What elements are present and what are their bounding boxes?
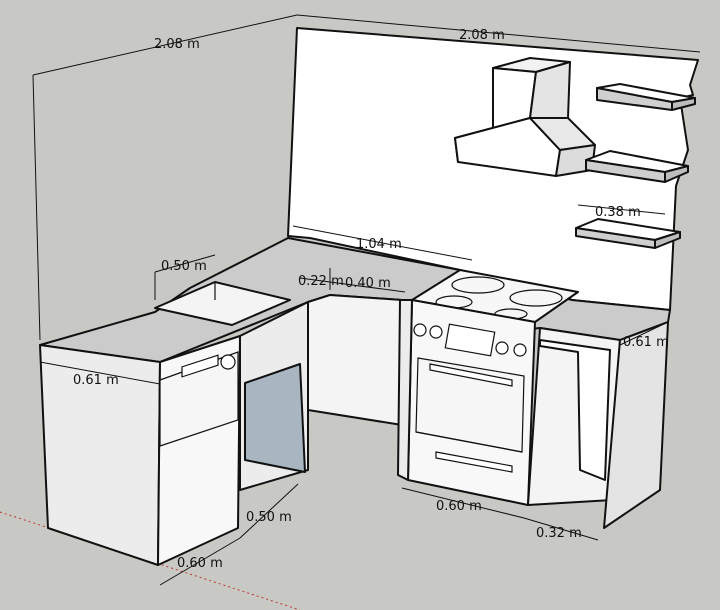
dim-shelf-depth: 0.38 m bbox=[595, 205, 641, 220]
dim-right-cabinet-depth: 0.61 m bbox=[623, 335, 669, 350]
dim-right-gap: 0.32 m bbox=[536, 526, 582, 541]
dim-dishwasher-side: 0.50 m bbox=[246, 510, 292, 525]
dim-left-cabinet-depth: 0.61 m bbox=[73, 373, 119, 388]
burner-2 bbox=[509, 289, 563, 307]
stove-knob-4 bbox=[513, 343, 527, 357]
right-cabinet bbox=[527, 321, 669, 529]
dim-stove-width: 0.60 m bbox=[436, 499, 482, 514]
under-sink-bay bbox=[239, 301, 309, 491]
dimension-lines bbox=[32, 14, 701, 586]
dim-sink-depth: 0.50 m bbox=[161, 259, 207, 274]
glass-panel bbox=[244, 363, 306, 473]
middle-cabinet bbox=[307, 294, 403, 426]
dim-dishwasher-width: 0.60 m bbox=[177, 556, 223, 571]
dishwasher bbox=[159, 351, 239, 447]
cooktop bbox=[411, 269, 579, 323]
wall-shelf-bottom bbox=[575, 218, 681, 249]
dim-gap-medium: 0.40 m bbox=[345, 276, 391, 291]
wall-shelf-top bbox=[596, 83, 696, 111]
dishwasher-panel bbox=[181, 354, 219, 378]
sink-basin bbox=[154, 281, 291, 326]
stove-knob-3 bbox=[495, 341, 509, 355]
stove-display bbox=[444, 323, 496, 357]
oven-handle bbox=[429, 363, 513, 387]
dishwasher-knob bbox=[220, 354, 236, 370]
burner-1 bbox=[451, 276, 505, 294]
dim-counter-back: 1.04 m bbox=[356, 237, 402, 252]
stove-knob-1 bbox=[413, 323, 427, 337]
dim-gap-small: 0.22 m bbox=[298, 274, 344, 289]
drawer-handle bbox=[435, 451, 513, 473]
range-hood bbox=[454, 57, 596, 177]
stove-knob-2 bbox=[429, 325, 443, 339]
wall-shelf-middle bbox=[585, 150, 689, 183]
stove bbox=[397, 299, 536, 506]
dim-back-wall: 2.08 m bbox=[459, 28, 505, 43]
dim-left-wall: 2.08 m bbox=[154, 37, 200, 52]
